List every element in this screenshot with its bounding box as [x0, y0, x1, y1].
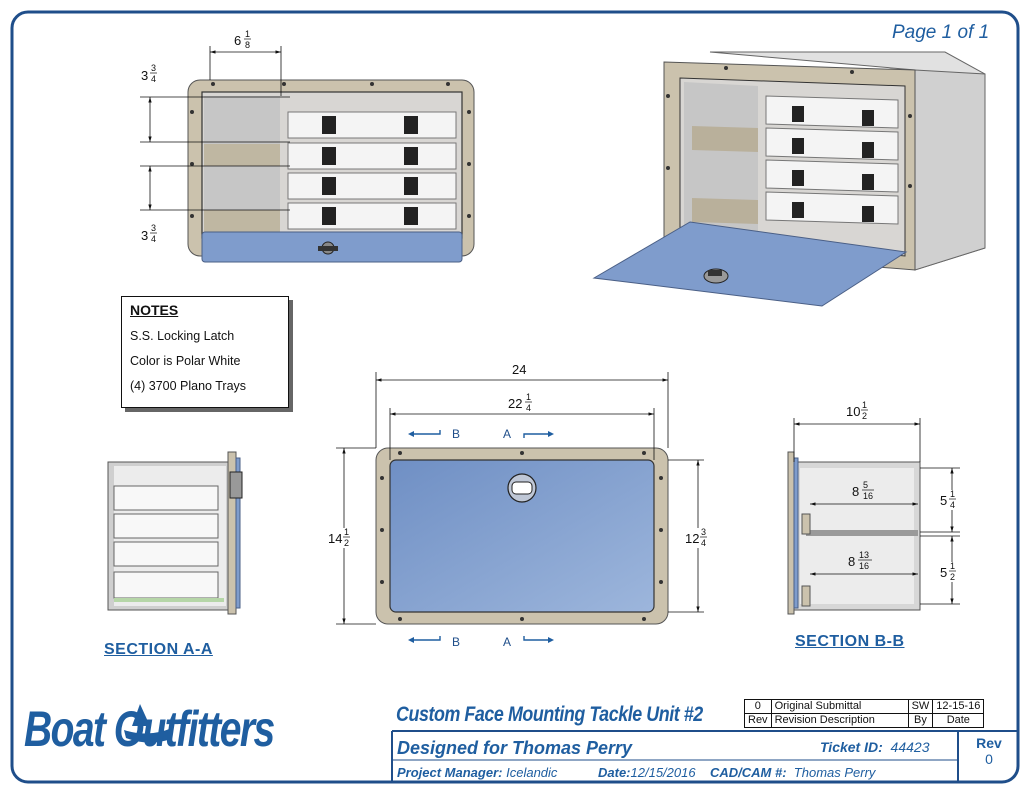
dim-cutout-width: 22 1 4	[389, 392, 655, 460]
isometric-view	[592, 51, 986, 307]
iso-trays	[765, 95, 899, 225]
svg-text:13: 13	[859, 550, 869, 560]
svg-text:3: 3	[141, 228, 148, 243]
title-block-lines	[391, 730, 1018, 782]
svg-text:4: 4	[151, 74, 156, 84]
table-row: Rev Revision Description By Date	[744, 713, 985, 728]
section-a-a-view	[107, 451, 243, 615]
section-a-a-label: SECTION A-A	[104, 641, 213, 658]
svg-text:B: B	[452, 635, 460, 649]
svg-text:1: 1	[245, 29, 250, 39]
note-line: S.S. Locking Latch	[130, 329, 235, 343]
project-manager: Project Manager: Icelandic	[397, 765, 558, 780]
svg-text:2: 2	[862, 411, 867, 421]
svg-text:10: 10	[846, 404, 860, 419]
svg-text:4: 4	[526, 403, 531, 413]
svg-text:2: 2	[344, 538, 349, 548]
svg-text:5: 5	[940, 493, 947, 508]
svg-text:16: 16	[859, 561, 869, 571]
iso-door	[592, 221, 908, 307]
dim-text: 6	[234, 33, 241, 48]
svg-text:3: 3	[141, 68, 148, 83]
cad-cam: CAD/CAM #: Thomas Perry	[710, 765, 876, 780]
svg-text:1: 1	[862, 400, 867, 410]
dim-inner-depth-bottom: 8 13 16	[810, 550, 918, 576]
svg-text:3: 3	[701, 527, 706, 537]
note-line: Color is Polar White	[130, 354, 241, 368]
dim-depth: 10 1 2	[793, 400, 921, 462]
designed-for: Designed for Thomas Perry	[397, 738, 633, 758]
svg-text:8: 8	[852, 484, 859, 499]
svg-text:5: 5	[863, 480, 868, 490]
ticket-id: Ticket ID: 44423	[820, 739, 930, 755]
section-markers: B A B A	[408, 427, 554, 649]
dim-top-tray: 3 3 4	[140, 63, 290, 143]
svg-text:22: 22	[508, 396, 522, 411]
notes-box: NOTES S.S. Locking Latch Color is Polar …	[121, 296, 289, 408]
dim-shelf-bottom: 5 1 2	[920, 535, 962, 605]
svg-text:5: 5	[940, 565, 947, 580]
svg-text:8: 8	[245, 40, 250, 50]
sheet-border	[10, 10, 1020, 784]
svg-text:1: 1	[526, 392, 531, 402]
section-b-b-label: SECTION B-B	[795, 633, 905, 650]
svg-text:8: 8	[848, 554, 855, 569]
svg-text:2: 2	[950, 572, 955, 582]
svg-text:3: 3	[151, 63, 156, 73]
dim-top-width: 6 1 8	[209, 29, 282, 96]
front-view-closed	[375, 447, 669, 625]
svg-text:A: A	[503, 635, 511, 649]
svg-text:3: 3	[151, 223, 156, 233]
notes-title: NOTES	[130, 302, 179, 318]
note-line: (4) 3700 Plano Trays	[130, 379, 247, 393]
revision-table: 0 Original Submittal SW 12-15-16 Rev Rev…	[744, 699, 985, 728]
svg-text:1: 1	[950, 561, 955, 571]
svg-text:1: 1	[344, 527, 349, 537]
drawing-title: Custom Face Mounting Tackle Unit #2	[396, 703, 703, 726]
dim-shelf-top: 5 1 4	[920, 467, 962, 533]
dim-overall-width: 24	[375, 362, 669, 448]
dim-cutout-height: 12 3 4	[668, 459, 712, 613]
svg-text:4: 4	[701, 538, 706, 548]
svg-text:1: 1	[950, 489, 955, 499]
brand-logo: Boat Outfitters	[24, 701, 275, 757]
svg-text:A: A	[503, 427, 511, 441]
dim-inner-depth-top: 8 5 16	[810, 480, 918, 506]
svg-text:B: B	[452, 427, 460, 441]
svg-text:12: 12	[685, 531, 699, 546]
rev-box: Rev 0	[976, 735, 1002, 767]
drawing-date: Date:12/15/2016	[598, 765, 696, 780]
logo-boat-icon	[124, 704, 172, 743]
front-view-open	[187, 79, 475, 263]
section-b-b-view	[787, 451, 921, 615]
svg-text:4: 4	[950, 500, 955, 510]
front-trays	[287, 111, 457, 230]
svg-text:4: 4	[151, 234, 156, 244]
table-row: 0 Original Submittal SW 12-15-16	[744, 699, 985, 714]
dim-bottom-tray: 3 3 4	[140, 165, 290, 244]
page-label: Page 1 of 1	[892, 22, 990, 43]
svg-text:16: 16	[863, 491, 873, 501]
svg-text:14: 14	[328, 531, 342, 546]
dim-overall-height: 14 1 2	[326, 447, 376, 625]
svg-text:24: 24	[512, 362, 526, 377]
